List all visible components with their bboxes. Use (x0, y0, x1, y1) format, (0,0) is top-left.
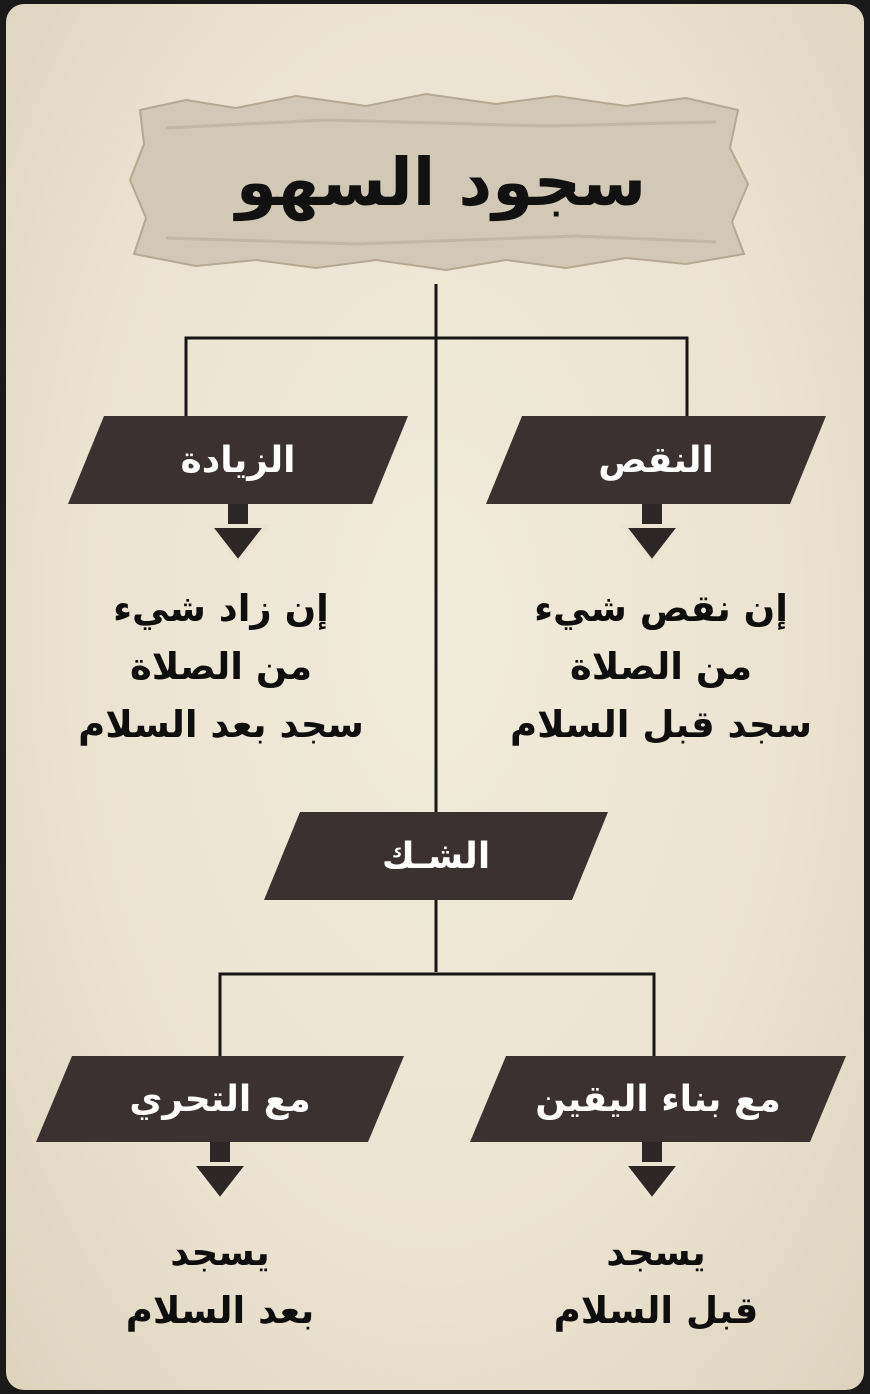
naqs-description: إن نقص شيء من الصلاة سجد قبل السلام (496, 580, 826, 754)
arrow-down-icon (620, 1142, 684, 1204)
title-paper (126, 88, 756, 274)
naqs-line-2: من الصلاة (569, 645, 753, 688)
ziyada-line-3: سجد بعد السلام (78, 703, 364, 746)
ziyada-line-1: إن زاد شيء (113, 587, 329, 630)
yaqin-description: يسجد قبل السلام (526, 1224, 786, 1340)
yaqin-line-2: قبل السلام (553, 1289, 759, 1332)
ziyada-description: إن زاد شيء من الصلاة سجد بعد السلام (56, 580, 386, 754)
banner-tahari: مع التحري (36, 1056, 404, 1142)
banner-ziyada: الزيادة (68, 416, 408, 504)
arrow-down-icon (206, 504, 270, 566)
banner-shak-label: الشـك (381, 835, 491, 877)
ziyada-line-2: من الصلاة (129, 645, 313, 688)
naqs-line-3: سجد قبل السلام (510, 703, 812, 746)
banner-shak: الشـك (264, 812, 608, 900)
banner-yaqin: مع بناء اليقين (470, 1056, 846, 1142)
bottom-branch-line (218, 972, 656, 1068)
naqs-line-1: إن نقص شيء (534, 587, 788, 630)
diagram-card: سجود السهو النقص الزيادة إن نقص شيء من ا… (6, 4, 864, 1390)
arrow-down-icon (620, 504, 684, 566)
yaqin-line-1: يسجد (606, 1231, 706, 1274)
banner-yaqin-label: مع بناء اليقين (535, 1078, 781, 1120)
tahari-line-2: بعد السلام (125, 1289, 315, 1332)
tahari-line-1: يسجد (170, 1231, 270, 1274)
arrow-down-icon (188, 1142, 252, 1204)
banner-naqs-label: النقص (598, 439, 714, 481)
diagram-title: سجود السهو (235, 143, 647, 221)
banner-tahari-label: مع التحري (129, 1078, 311, 1120)
banner-naqs: النقص (486, 416, 826, 504)
banner-ziyada-label: الزيادة (180, 439, 296, 481)
top-branch-line (184, 336, 689, 418)
tahari-description: يسجد بعد السلام (90, 1224, 350, 1340)
